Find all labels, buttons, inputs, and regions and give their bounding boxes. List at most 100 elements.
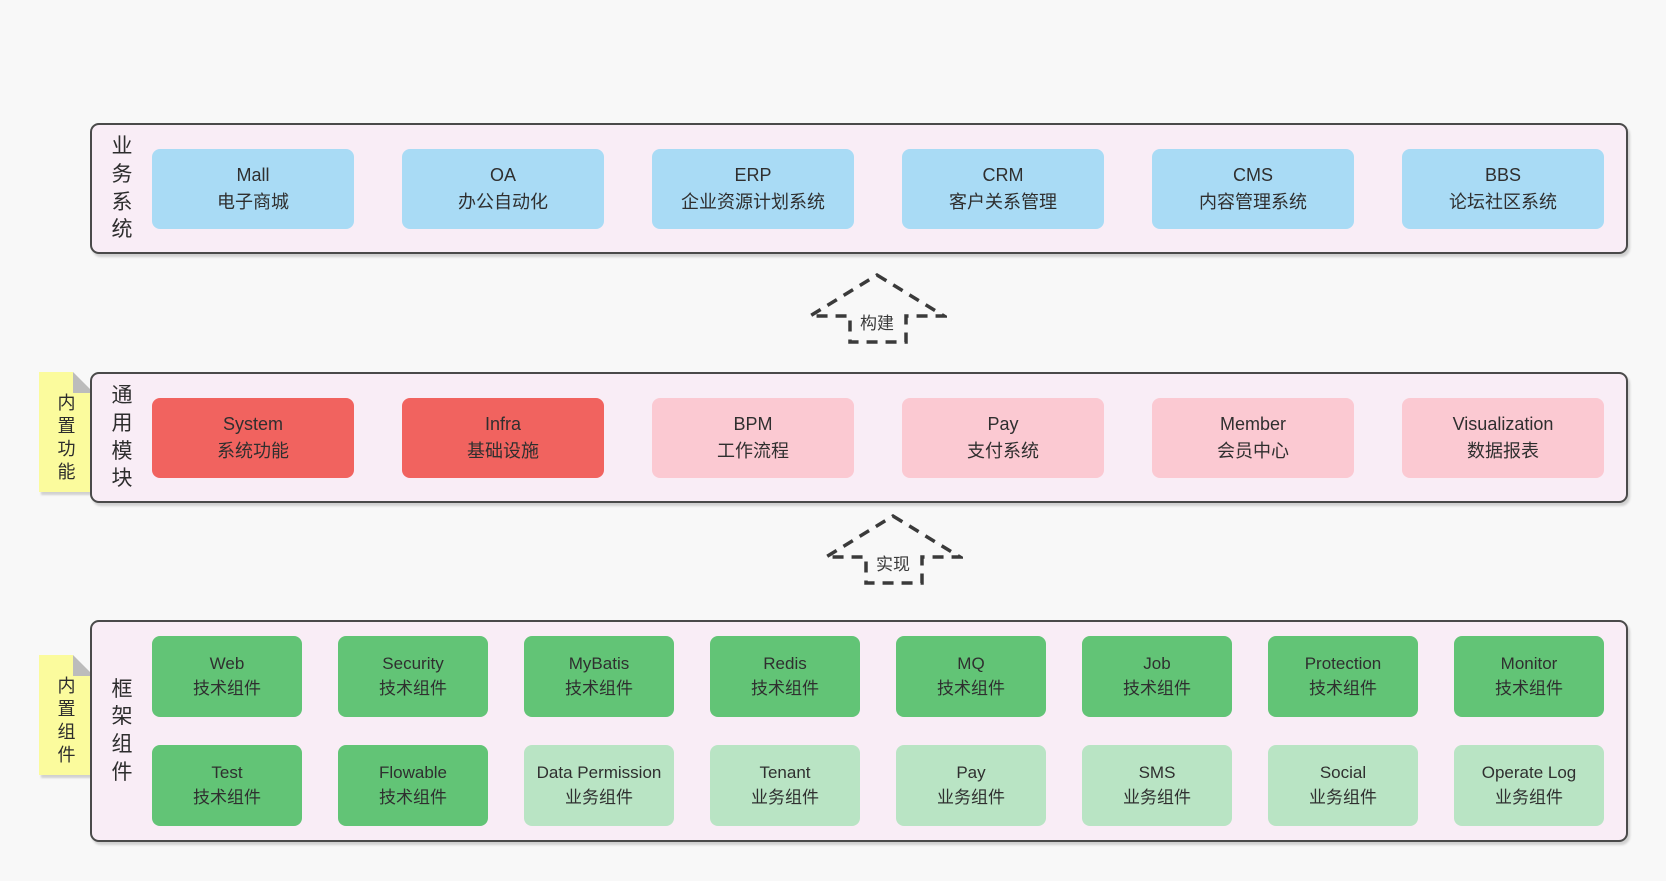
box-name: SMS	[1138, 763, 1176, 783]
box-desc: 业务组件	[1309, 787, 1377, 807]
box-desc: 技术组件	[751, 678, 819, 698]
layer-framework-components: 框架组件 Web 技术组件 Security 技术组件 MyBatis 技术组件…	[90, 620, 1628, 842]
box-desc: 内容管理系统	[1199, 191, 1307, 212]
arrow-implement: 实现	[823, 513, 963, 586]
box-security: Security 技术组件	[338, 636, 488, 717]
box-desc: 技术组件	[379, 787, 447, 807]
layer-label-business: 业务系统	[102, 125, 142, 252]
box-desc: 业务组件	[937, 787, 1005, 807]
business-boxes-row: Mall 电子商城 OA 办公自动化 ERP 企业资源计划系统 CRM 客户关系…	[152, 125, 1604, 252]
box-name: CMS	[1233, 164, 1273, 185]
box-redis: Redis 技术组件	[710, 636, 860, 717]
box-desc: 系统功能	[217, 440, 289, 461]
arrow-implement-label: 实现	[873, 550, 913, 575]
box-job: Job 技术组件	[1082, 636, 1232, 717]
box-mq: MQ 技术组件	[896, 636, 1046, 717]
box-name: Protection	[1304, 654, 1382, 674]
component-boxes-row-1: Web 技术组件 Security 技术组件 MyBatis 技术组件 Redi…	[152, 622, 1604, 731]
note-built-in-features: 内置功能	[39, 372, 94, 492]
box-name: Data Permission	[536, 763, 662, 783]
box-name: Monitor	[1500, 654, 1558, 674]
box-desc: 技术组件	[565, 678, 633, 698]
box-name: Mall	[236, 164, 270, 185]
box-desc: 基础设施	[467, 440, 539, 461]
box-name: MQ	[957, 654, 985, 674]
box-name: Social	[1319, 763, 1367, 783]
box-tenant: Tenant 业务组件	[710, 745, 860, 826]
layer-label-components: 框架组件	[102, 622, 142, 840]
box-name: CRM	[982, 164, 1024, 185]
box-flowable: Flowable 技术组件	[338, 745, 488, 826]
box-name: Job	[1143, 654, 1171, 674]
box-system: System 系统功能	[152, 397, 354, 478]
box-pay: Pay 支付系统	[902, 397, 1104, 478]
box-mall: Mall 电子商城	[152, 148, 354, 229]
box-protection: Protection 技术组件	[1268, 636, 1418, 717]
box-name: ERP	[734, 164, 772, 185]
box-name: Pay	[956, 763, 986, 783]
box-data-permission: Data Permission 业务组件	[524, 745, 674, 826]
layer-business-systems: 业务系统 Mall 电子商城 OA 办公自动化 ERP 企业资源计划系统 CRM…	[90, 123, 1628, 254]
box-cms: CMS 内容管理系统	[1152, 148, 1354, 229]
box-desc: 技术组件	[379, 678, 447, 698]
up-arrow-icon	[807, 272, 947, 344]
box-name: BBS	[1484, 164, 1522, 185]
component-rows: Web 技术组件 Security 技术组件 MyBatis 技术组件 Redi…	[152, 622, 1604, 840]
box-name: Test	[211, 763, 243, 783]
note-fold-icon	[73, 655, 94, 676]
box-name: Flowable	[378, 763, 448, 783]
box-name: Web	[209, 654, 245, 674]
component-boxes-row-2: Test 技术组件 Flowable 技术组件 Data Permission …	[152, 731, 1604, 840]
box-name: Tenant	[759, 763, 811, 783]
box-desc: 客户关系管理	[949, 191, 1057, 212]
box-desc: 技术组件	[193, 678, 261, 698]
box-desc: 业务组件	[751, 787, 819, 807]
note-built-in-components: 内置组件	[39, 655, 94, 775]
box-name: OA	[489, 164, 516, 185]
box-desc: 电子商城	[217, 191, 289, 212]
box-desc: 支付系统	[967, 440, 1039, 461]
box-desc: 会员中心	[1217, 440, 1289, 461]
box-name: Security	[382, 654, 444, 674]
box-name: MyBatis	[568, 654, 630, 674]
box-sms: SMS 业务组件	[1082, 745, 1232, 826]
box-crm: CRM 客户关系管理	[902, 148, 1104, 229]
box-pay-component: Pay 业务组件	[896, 745, 1046, 826]
up-arrow-icon	[823, 513, 963, 585]
layer-common-modules: 通用模块 System 系统功能 Infra 基础设施 BPM 工作流程 Pay…	[90, 372, 1628, 503]
box-desc: 技术组件	[937, 678, 1005, 698]
arrow-build: 构建	[807, 272, 947, 345]
box-mybatis: MyBatis 技术组件	[524, 636, 674, 717]
box-name: BPM	[733, 413, 773, 434]
layer-label-text: 框架组件	[111, 677, 133, 784]
layer-label-modules: 通用模块	[102, 374, 142, 501]
box-name: Redis	[763, 654, 807, 674]
box-desc: 技术组件	[193, 787, 261, 807]
layer-label-text: 通用模块	[111, 384, 133, 491]
box-desc: 业务组件	[565, 787, 633, 807]
box-erp: ERP 企业资源计划系统	[652, 148, 854, 229]
box-name: Infra	[484, 413, 522, 434]
note-text: 内置组件	[57, 675, 76, 765]
box-name: Member	[1219, 413, 1286, 434]
box-operate-log: Operate Log 业务组件	[1454, 745, 1604, 826]
box-desc: 办公自动化	[458, 191, 548, 212]
box-visualization: Visualization 数据报表	[1402, 397, 1604, 478]
box-desc: 工作流程	[717, 440, 789, 461]
box-infra: Infra 基础设施	[402, 397, 604, 478]
module-boxes-row: System 系统功能 Infra 基础设施 BPM 工作流程 Pay 支付系统…	[152, 374, 1604, 501]
box-oa: OA 办公自动化	[402, 148, 604, 229]
box-social: Social 业务组件	[1268, 745, 1418, 826]
box-member: Member 会员中心	[1152, 397, 1354, 478]
note-fold-icon	[73, 372, 94, 393]
box-monitor: Monitor 技术组件	[1454, 636, 1604, 717]
box-desc: 业务组件	[1123, 787, 1191, 807]
note-text: 内置功能	[57, 392, 76, 482]
box-name: Operate Log	[1481, 763, 1577, 783]
box-name: Pay	[987, 413, 1019, 434]
box-desc: 技术组件	[1123, 678, 1191, 698]
box-desc: 数据报表	[1467, 440, 1539, 461]
box-name: System	[222, 413, 283, 434]
box-desc: 技术组件	[1309, 678, 1377, 698]
